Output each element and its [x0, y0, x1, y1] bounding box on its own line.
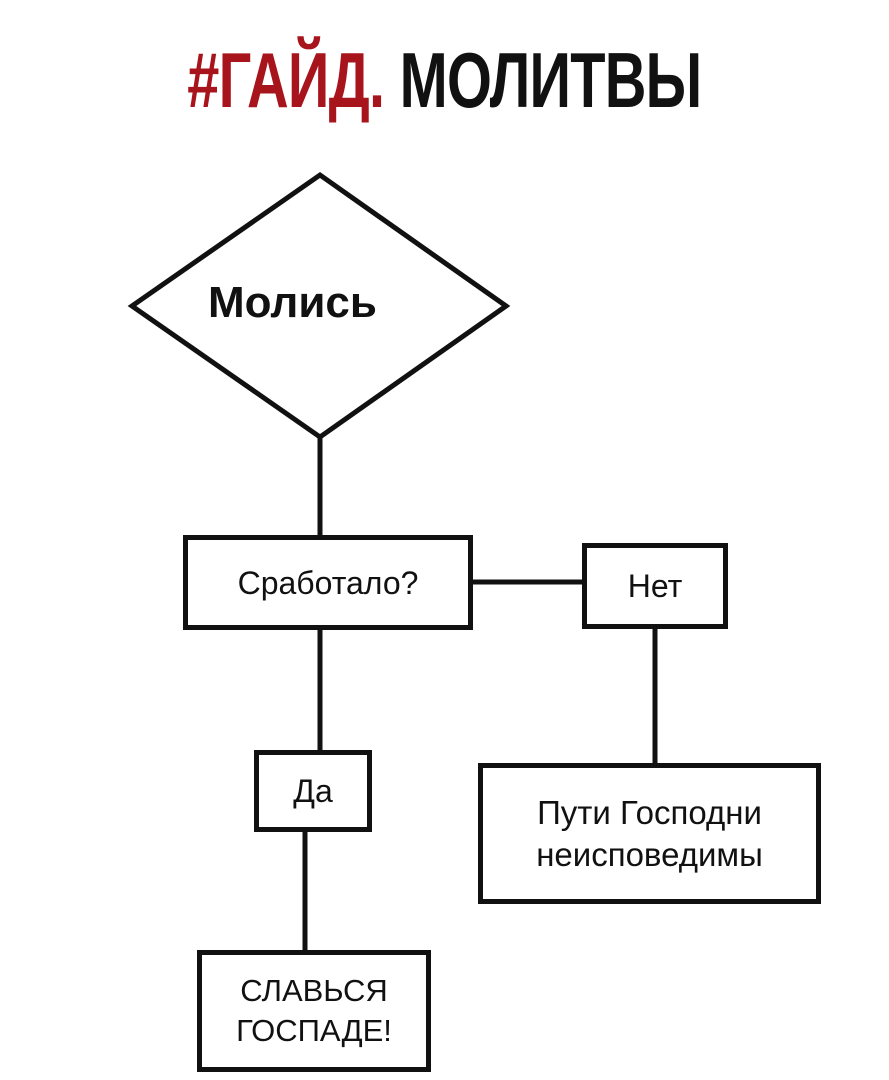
- start-label: Молись: [208, 278, 377, 327]
- no-box: Нет: [582, 543, 728, 629]
- question-box: Сработало?: [183, 535, 473, 630]
- title-hashtag: #ГАЙД.: [187, 36, 385, 124]
- no-result-line1: Пути Господни: [537, 793, 762, 831]
- no-result-line2: неисповедимы: [536, 835, 763, 873]
- yes-result-line1: СЛАВЬСЯ: [240, 973, 388, 1008]
- yes-box: Да: [254, 750, 372, 832]
- page-title: #ГАЙД. МОЛИТВЫ: [115, 32, 773, 128]
- yes-label: Да: [293, 773, 333, 809]
- question-label: Сработало?: [237, 564, 419, 601]
- yes-result-box: СЛАВЬСЯ ГОСПАДЕ!: [197, 950, 431, 1072]
- yes-result-line2: ГОСПАДЕ!: [236, 1013, 392, 1048]
- title-word: МОЛИТВЫ: [399, 36, 703, 124]
- no-result-box: Пути Господни неисповедимы: [478, 763, 821, 904]
- no-label: Нет: [627, 568, 683, 604]
